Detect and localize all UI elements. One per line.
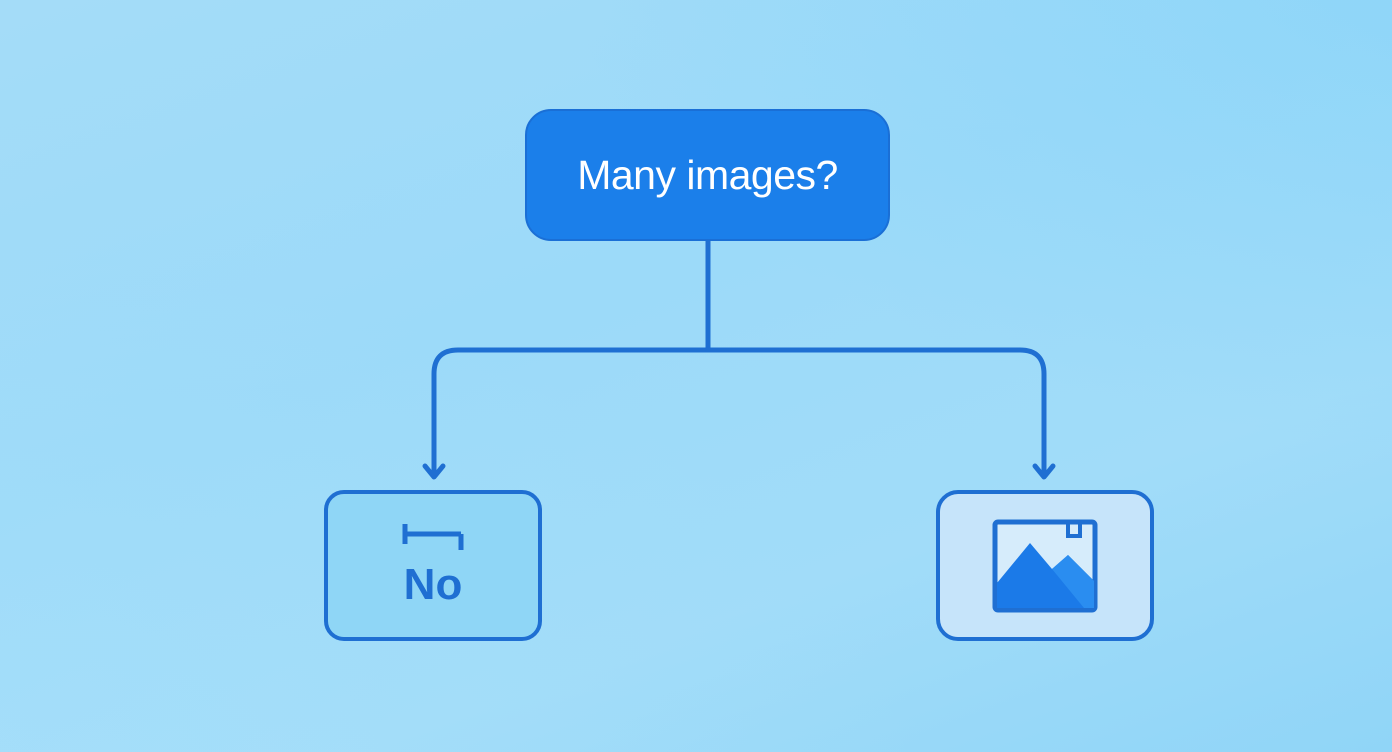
no-branch-node: No: [324, 490, 542, 641]
right-branch-connector: [705, 347, 1047, 479]
bracket-icon: [402, 523, 464, 550]
decision-node: Many images?: [525, 109, 890, 241]
right-arrowhead: [1032, 463, 1056, 480]
left-arrowhead: [422, 463, 446, 480]
decision-label: Many images?: [577, 151, 838, 198]
yes-branch-node: [936, 490, 1154, 641]
image-icon: [992, 519, 1098, 612]
left-branch-connector: [431, 347, 711, 479]
no-label: No: [403, 559, 463, 609]
